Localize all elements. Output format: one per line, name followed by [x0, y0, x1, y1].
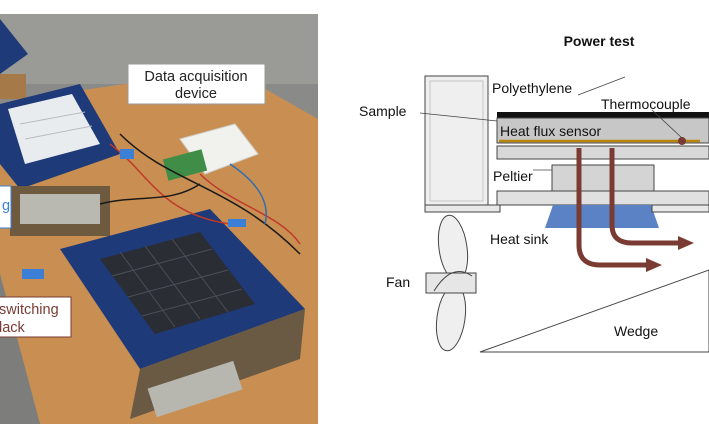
daq-label-box — [127, 63, 266, 105]
label-polyethylene: Polyethylene — [492, 80, 572, 96]
diagram-title: Power test — [564, 33, 635, 49]
wedge — [479, 269, 709, 353]
base-plate-right — [651, 204, 709, 213]
spacer-plate — [496, 145, 709, 160]
blue-clip — [22, 269, 44, 279]
thermocouple-tip — [678, 137, 686, 145]
switching-label-line2: lack — [0, 320, 26, 336]
frame-column-inner — [429, 80, 484, 202]
thermocouple-leader — [651, 109, 683, 139]
circuit-board — [162, 149, 208, 181]
sample-leader — [419, 112, 498, 122]
middle-box-line — [24, 125, 93, 140]
panel-grid — [144, 245, 201, 320]
base-plate — [424, 204, 501, 213]
middle-box-line — [19, 111, 86, 125]
left-label-partial: g — [2, 198, 10, 214]
fan-hub-curve — [433, 271, 473, 292]
label-thermocouple: Thermocouple — [601, 96, 691, 112]
heat-flow-arrow — [576, 148, 648, 268]
middle-box-foil — [20, 194, 100, 224]
panel-grid — [141, 288, 243, 317]
switching-label-line1: switching — [0, 302, 59, 318]
label-fan: Fan — [386, 274, 410, 290]
large-box-foil — [147, 360, 243, 418]
setup-photo: Data acquisition device g switching lack — [0, 14, 318, 424]
blue-clip — [120, 149, 134, 159]
switching-label-box — [0, 296, 72, 338]
middle-box-window — [8, 94, 100, 164]
wire — [119, 133, 301, 255]
small-box-top-left — [0, 19, 28, 74]
large-box-panel — [100, 232, 255, 334]
daq-label-line2: device — [175, 86, 217, 102]
polyethylene-film — [497, 112, 709, 118]
power-test-diagram: Power test Polyethylene Sample Thermocou… — [359, 33, 709, 353]
frame-column — [424, 75, 489, 207]
label-heat-flux-sensor: Heat flux sensor — [500, 123, 601, 139]
left-label-box — [0, 185, 12, 229]
label-wedge: Wedge — [614, 323, 658, 339]
fan-blade-lower — [435, 284, 467, 352]
peltier-element — [551, 164, 655, 192]
lower-plate — [496, 190, 709, 206]
panel-grid — [171, 238, 229, 313]
daq-label-line1: Data acquisition — [144, 69, 247, 85]
label-heat-sink: Heat sink — [490, 231, 549, 247]
heat-flow-arrow — [609, 148, 680, 246]
panel-grid — [119, 251, 176, 328]
fan-hub — [425, 272, 477, 294]
blue-clip — [228, 219, 246, 227]
wire — [199, 173, 301, 245]
label-peltier: Peltier — [493, 168, 533, 184]
heat-flow-arrowhead — [678, 236, 694, 250]
heat-sink — [545, 205, 659, 228]
heat-flow-arrowhead — [646, 258, 662, 272]
wire — [229, 163, 267, 225]
wire — [99, 183, 201, 205]
small-box-side — [0, 74, 26, 99]
polyethylene-leader — [577, 76, 626, 96]
panel-grid — [127, 269, 229, 298]
panel-grid — [111, 248, 213, 277]
label-sample: Sample — [359, 103, 407, 119]
